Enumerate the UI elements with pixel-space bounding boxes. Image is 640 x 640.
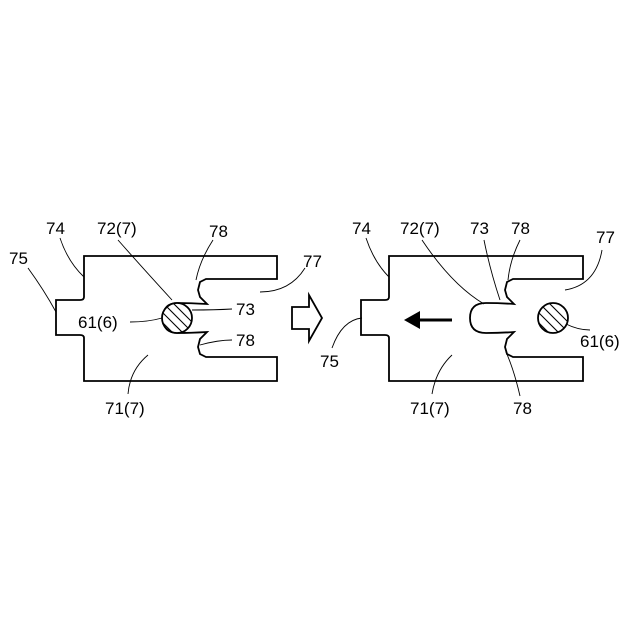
left-leader-73 (192, 309, 232, 310)
right-label-78-top: 78 (511, 219, 530, 238)
right-leader-74 (366, 238, 389, 277)
right-label-71: 71(7) (410, 399, 450, 418)
right-leader-61 (566, 324, 590, 330)
right-pin (526, 285, 586, 345)
right-label-77: 77 (596, 228, 615, 247)
right-label-73: 73 (470, 219, 489, 238)
left-label-78-top: 78 (209, 222, 228, 241)
right-label-72: 72(7) (400, 219, 440, 238)
hollow-arrow-right-icon (292, 295, 322, 341)
right-label-78-bottom: 78 (513, 399, 532, 418)
left-leader-75 (28, 268, 56, 312)
left-label-61: 61(6) (78, 313, 118, 332)
right-view: 74 72(7) 73 78 77 75 61(6) 71(7) 78 (320, 219, 620, 418)
left-label-77: 77 (303, 252, 322, 271)
left-label-75: 75 (9, 249, 28, 268)
left-label-71: 71(7) (105, 399, 145, 418)
left-label-72: 72(7) (97, 219, 137, 238)
left-label-73: 73 (236, 300, 255, 319)
left-leader-74 (60, 238, 84, 277)
right-label-61: 61(6) (580, 332, 620, 351)
left-leader-78-bottom (200, 340, 232, 345)
left-label-74: 74 (46, 219, 65, 238)
left-label-78-bottom: 78 (236, 331, 255, 350)
right-label-74: 74 (352, 219, 371, 238)
right-label-75: 75 (320, 352, 339, 371)
left-view: 74 72(7) 78 75 77 61(6) 73 78 71(7) (9, 219, 322, 418)
right-leader-75 (332, 318, 362, 348)
